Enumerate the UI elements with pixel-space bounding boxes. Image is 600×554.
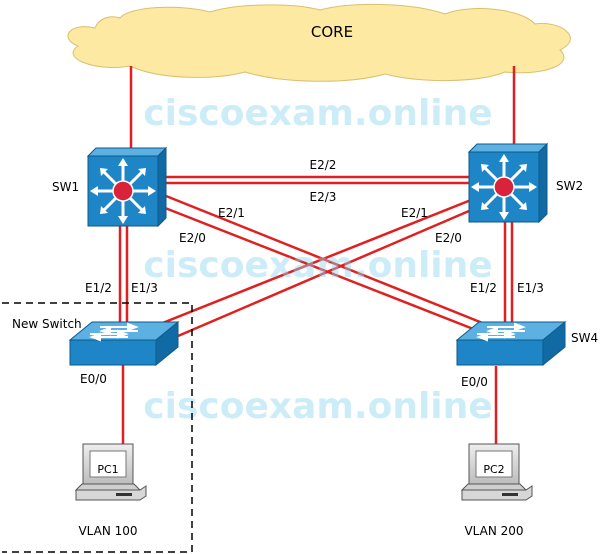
link-sw1-sw4-e21: [165, 194, 491, 328]
links: [118, 66, 516, 446]
port-labels: E2/2 E2/3 E2/1 E2/0 E2/1 E2/0 E1/2 E1/3 …: [80, 158, 544, 389]
port-sw2-e12: E1/2: [470, 281, 497, 295]
sw1-switch-icon[interactable]: [86, 146, 168, 228]
sw4-label: SW4: [571, 331, 598, 345]
port-sw1-e20: E2/0: [179, 231, 206, 245]
link-sw2-new-e20: [177, 206, 477, 338]
sw2-switch-icon[interactable]: [467, 142, 549, 224]
pc1-computer-icon[interactable]: [74, 443, 147, 501]
port-sw1-e13: E1/3: [131, 281, 158, 295]
port-sw2-e21: E2/1: [401, 206, 428, 220]
port-sw2-e13: E1/3: [517, 281, 544, 295]
core-cloud: CORE: [67, 3, 571, 82]
link-sw1-sw4-e20: [159, 204, 487, 336]
port-sw1-e21: E2/1: [218, 206, 245, 220]
new-switch-icon[interactable]: [68, 320, 180, 367]
port-new-e00: E0/0: [80, 372, 107, 386]
port-sw1-sw2-e23: E2/3: [310, 190, 337, 204]
watermark-2: ciscoexam.online: [143, 245, 492, 286]
link-sw2-new-e21: [149, 198, 472, 330]
new-switch-boundary: [2, 302, 193, 553]
pc1-vlan: VLAN 100: [78, 524, 137, 538]
new-switch-label: New Switch: [12, 317, 82, 331]
watermarks: ciscoexam.online ciscoexam.online ciscoe…: [143, 93, 492, 427]
sw2-label: SW2: [556, 179, 583, 193]
pc1-label: PC1: [97, 463, 118, 476]
sw1-label: SW1: [52, 180, 79, 194]
watermark-3: ciscoexam.online: [143, 386, 492, 427]
port-sw2-e20: E2/0: [435, 231, 462, 245]
core-label: CORE: [311, 23, 353, 41]
port-sw1-sw2-e22: E2/2: [310, 158, 337, 172]
pc2-computer-icon[interactable]: [460, 443, 533, 501]
pc2-label: PC2: [483, 463, 504, 476]
port-sw4-e00: E0/0: [461, 375, 488, 389]
port-sw1-e12: E1/2: [85, 281, 112, 295]
sw4-switch-icon[interactable]: [455, 320, 567, 367]
watermark-1: ciscoexam.online: [143, 93, 492, 134]
pc2-vlan: VLAN 200: [464, 524, 523, 538]
